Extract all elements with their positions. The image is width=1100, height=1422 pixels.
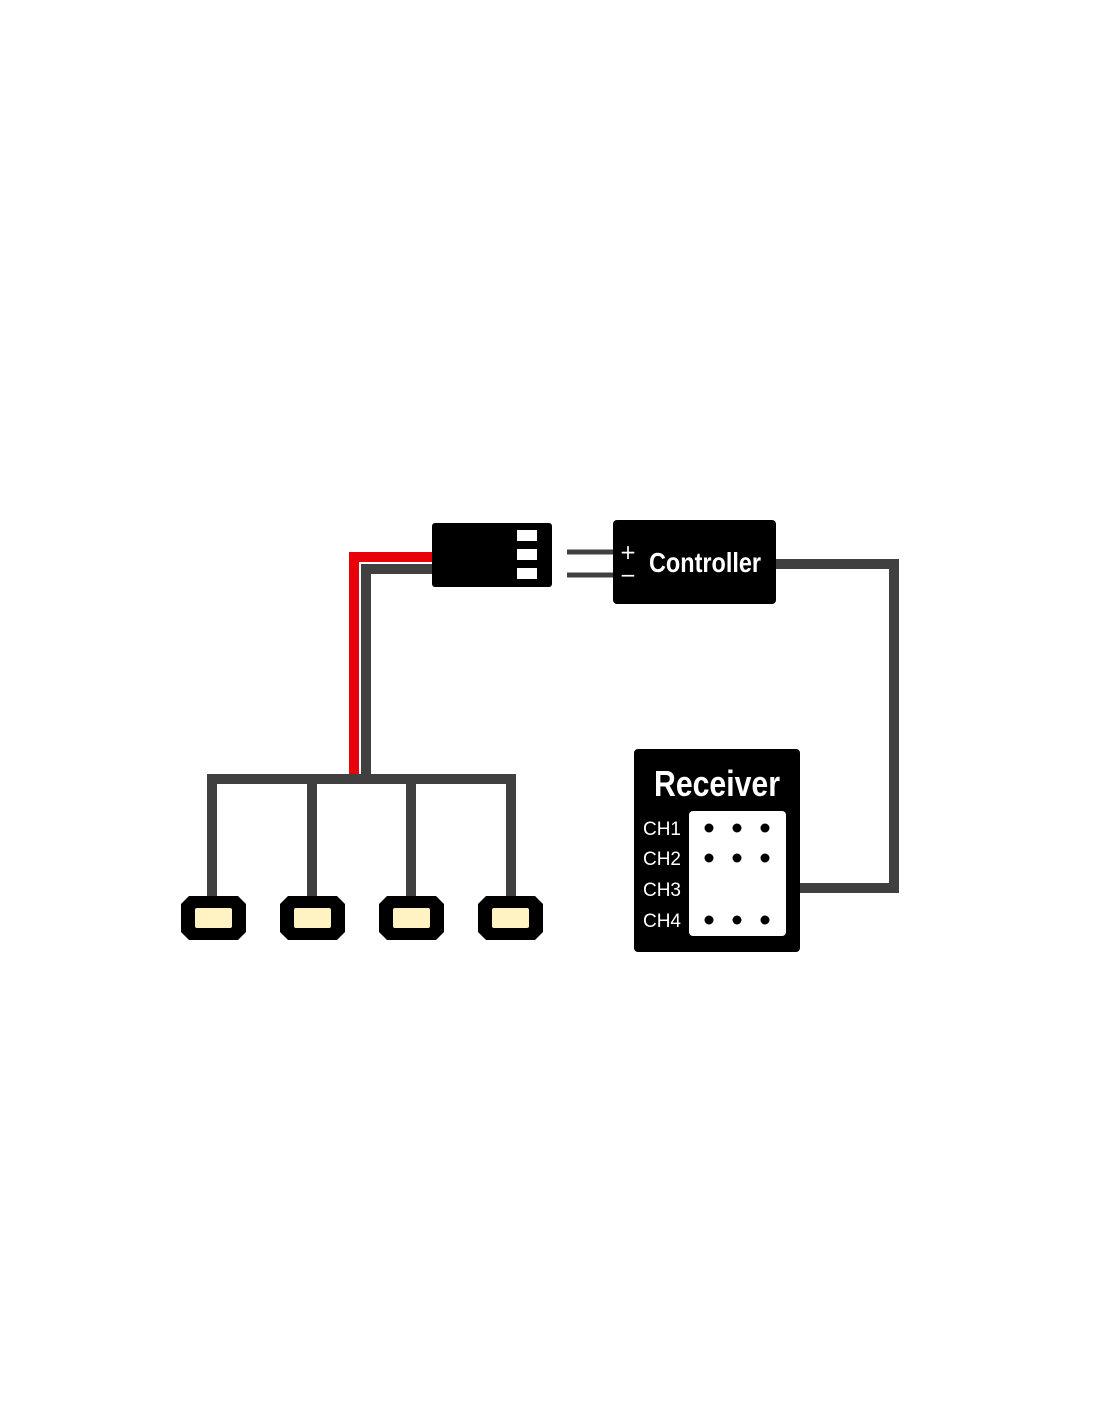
channel-label-ch3: CH3: [643, 880, 681, 901]
controller-body: [613, 520, 776, 604]
controller-label: Controller: [649, 547, 761, 578]
receiver-pin: [732, 823, 742, 833]
receiver-pin: [704, 853, 714, 863]
led-lights: [181, 896, 543, 940]
led-light: [379, 896, 444, 940]
receiver-title: Receiver: [654, 763, 780, 804]
controller-box: + − Controller: [613, 520, 776, 604]
connector-pin: [517, 549, 537, 560]
negative-wire: [361, 564, 434, 780]
positive-symbol: +: [620, 540, 637, 564]
connector-pin: [517, 530, 537, 541]
channel-label-ch4: CH4: [643, 911, 681, 932]
receiver-pin: [760, 853, 770, 863]
led-light: [478, 896, 543, 940]
servo-connector: [432, 523, 552, 587]
led-light: [280, 896, 345, 940]
led-lens: [492, 908, 529, 928]
receiver-pin: [732, 915, 742, 925]
positive-wire: [349, 552, 434, 780]
channel-label-ch1: CH1: [643, 819, 681, 840]
channel-label-ch2: CH2: [643, 849, 681, 870]
led-lens: [195, 908, 232, 928]
receiver-pin: [732, 853, 742, 863]
led-lens: [294, 908, 331, 928]
led-lens: [393, 908, 430, 928]
negative-symbol: −: [620, 563, 637, 587]
receiver-pin: [704, 915, 714, 925]
receiver-pin: [760, 823, 770, 833]
connector-pin: [517, 568, 537, 579]
receiver-pin: [760, 915, 770, 925]
led-light: [181, 896, 246, 940]
receiver-pin: [704, 823, 714, 833]
receiver-pin-area: [689, 811, 786, 936]
